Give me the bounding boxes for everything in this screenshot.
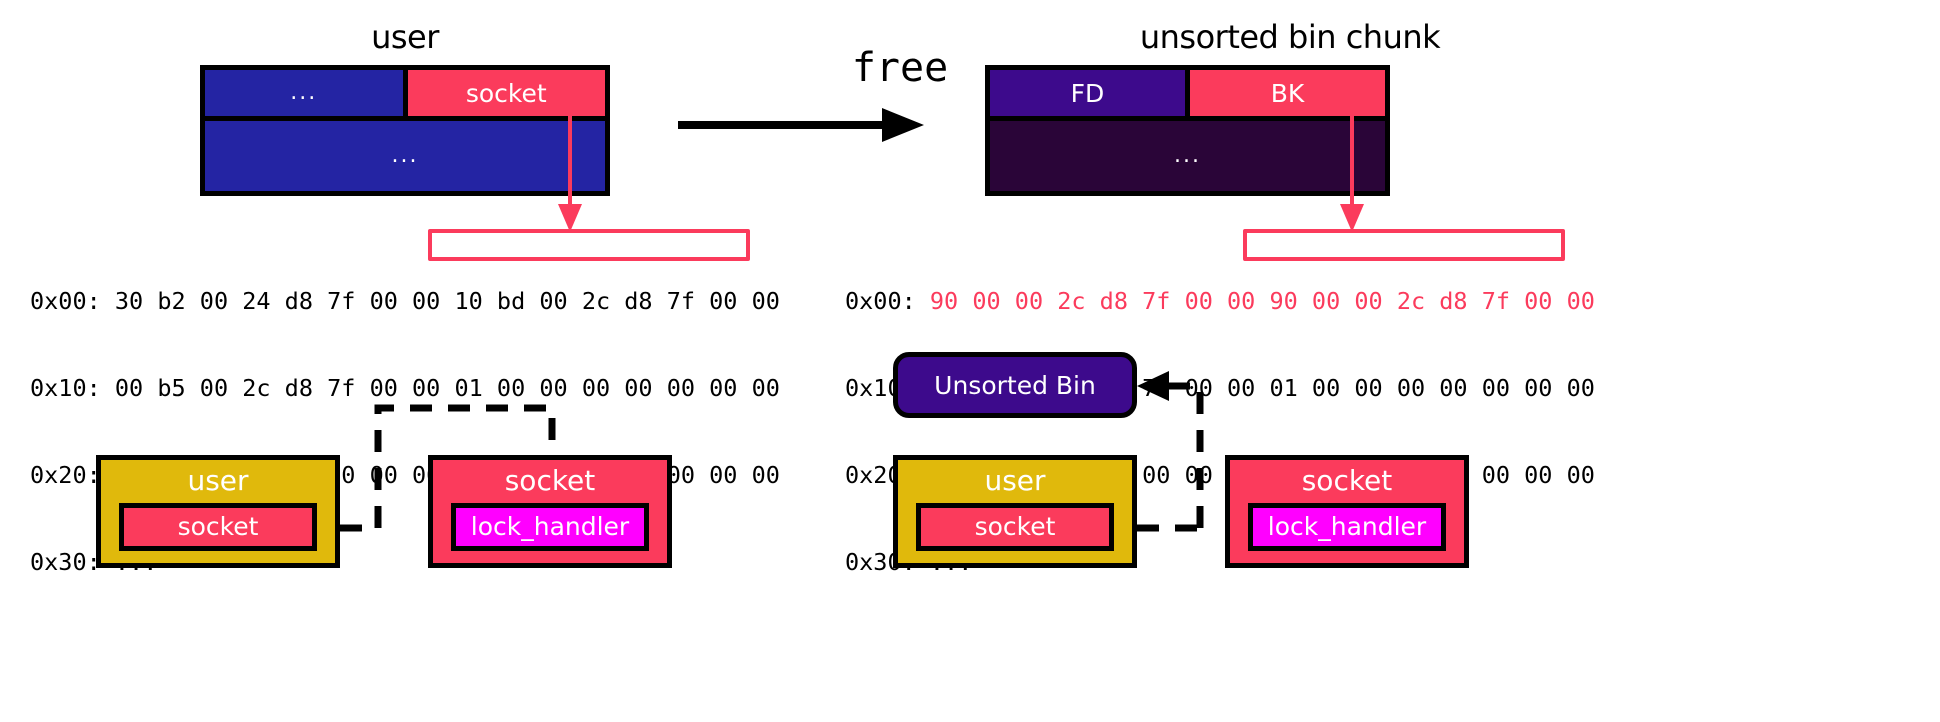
bottom-left-socket-box: socket lock_handler [428, 455, 672, 568]
hex-bytes-highlighted: 10 bd 00 2c d8 7f 00 00 [454, 287, 780, 315]
right-socket-to-bin-connector [1125, 368, 1245, 538]
socket-box-title: socket [1301, 464, 1393, 497]
left-panel-title: user [371, 18, 439, 56]
hex-row: 0x00: 90 00 00 2c d8 7f 00 00 90 00 00 2… [845, 287, 1595, 316]
user-box-title: user [187, 464, 249, 497]
bottom-right-socket-box: socket lock_handler [1225, 455, 1469, 568]
socket-box-lock-handler-field: lock_handler [451, 502, 649, 551]
user-box-socket-field: socket [119, 502, 317, 551]
hex-bytes-right: 01 00 00 00 00 00 00 00 [454, 374, 780, 402]
user-chunk-socket-cell: socket [407, 70, 605, 116]
hex-bytes-left: 30 b2 00 24 d8 7f 00 00 [114, 287, 441, 315]
hex-row: 0x00: 30 b2 00 24 d8 7f 00 00 10 bd 00 2… [30, 287, 780, 316]
hex-row: 0x10: 00 b5 00 2c d8 7f 00 00 01 00 00 0… [30, 374, 780, 403]
user-chunk-diagram: ... socket ... [200, 65, 610, 196]
hex-bytes-right: 01 00 00 00 00 00 00 00 [1269, 374, 1595, 402]
hex-bytes-highlighted: 90 00 00 2c d8 7f 00 00 [1269, 287, 1595, 315]
unsorted-chunk-body: ... [990, 121, 1385, 191]
unsorted-bin-chunk-diagram: FD BK ... [985, 65, 1390, 196]
right-panel-title: unsorted bin chunk [1139, 18, 1441, 56]
hex-bytes-pre [101, 287, 115, 315]
socket-box-lock-handler-field: lock_handler [1248, 502, 1446, 551]
hex-offset: 0x10: [30, 374, 101, 402]
free-transition-arrow [678, 105, 928, 145]
user-box-socket-field: socket [916, 502, 1114, 551]
unsorted-bin-box: Unsorted Bin [893, 352, 1137, 418]
socket-box-title: socket [504, 464, 596, 497]
free-transition-label: free [851, 45, 949, 91]
user-chunk-header-row: ... socket [205, 70, 605, 121]
user-chunk-filler-cell: ... [205, 70, 408, 116]
hex-offset: 0x00: [845, 287, 916, 315]
hex-bytes-left: 90 00 00 2c d8 7f 00 00 [929, 287, 1256, 315]
bottom-right-user-box: user socket [893, 455, 1137, 568]
unsorted-chunk-fd-cell: FD [990, 70, 1190, 116]
hex-offset: 0x20: [30, 461, 101, 489]
bottom-left-user-box: user socket [96, 455, 340, 568]
unsorted-chunk-header-row: FD BK [990, 70, 1385, 121]
user-chunk-body: ... [205, 121, 605, 191]
unsorted-bin-label: Unsorted Bin [934, 370, 1096, 400]
hex-offset: 0x30: [30, 548, 101, 576]
user-box-title: user [984, 464, 1046, 497]
hex-offset: 0x00: [30, 287, 101, 315]
right-bk-pointer-arrow [1332, 104, 1372, 234]
left-socket-pointer-arrow [550, 104, 590, 234]
hex-bytes-left: 00 b5 00 2c d8 7f 00 00 [114, 374, 441, 402]
